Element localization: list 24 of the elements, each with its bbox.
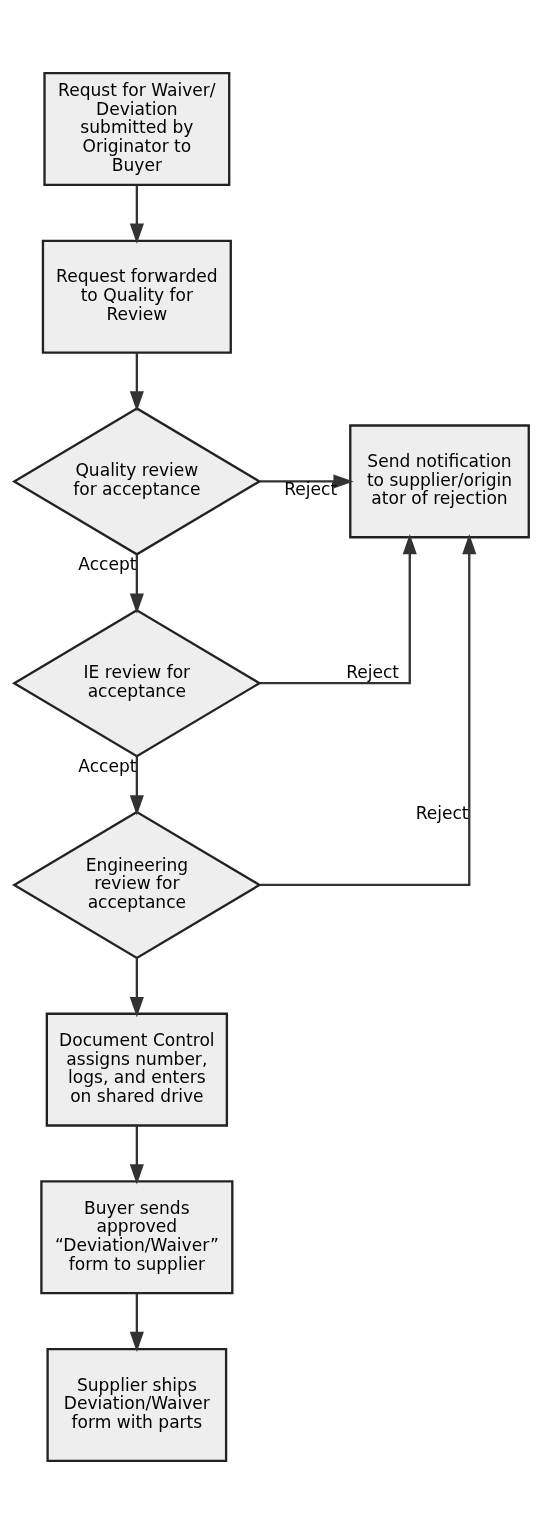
node-box: Buyer sends approved “Deviation/Waiver” form to supplier bbox=[40, 1179, 234, 1294]
node-box: Requst for Waiver/ Deviation submitted by Originator to Buyer bbox=[43, 71, 231, 186]
edge-label: Accept bbox=[78, 553, 137, 574]
node-box: Supplier ships Deviation/Waiver form with parts bbox=[46, 1347, 228, 1462]
arrow bbox=[129, 352, 144, 411]
arrow bbox=[259, 473, 354, 488]
arrow bbox=[129, 184, 144, 244]
arrow bbox=[129, 554, 144, 614]
node-box: Document Control assigns number, logs, and enters on shared drive bbox=[45, 1012, 229, 1127]
arrow bbox=[259, 533, 477, 886]
arrow bbox=[129, 756, 144, 815]
arrow bbox=[129, 1293, 144, 1352]
node-box: Request forwarded to Quality for Review bbox=[41, 239, 232, 354]
arrow bbox=[259, 533, 417, 684]
edge-label: Reject bbox=[284, 478, 338, 499]
node-box: Send notification to supplier/originator of rejection bbox=[349, 423, 530, 538]
arrow bbox=[129, 957, 144, 1017]
edge-label: Reject bbox=[346, 661, 400, 682]
node-diamond: Quality review for acceptance bbox=[11, 406, 262, 556]
edge-label: Reject bbox=[415, 802, 469, 823]
arrow bbox=[129, 1125, 144, 1184]
node-diamond: IE review for acceptance bbox=[11, 608, 262, 757]
edge-label: Accept bbox=[78, 755, 137, 776]
node-diamond: Engineering review for acceptance bbox=[11, 810, 262, 959]
